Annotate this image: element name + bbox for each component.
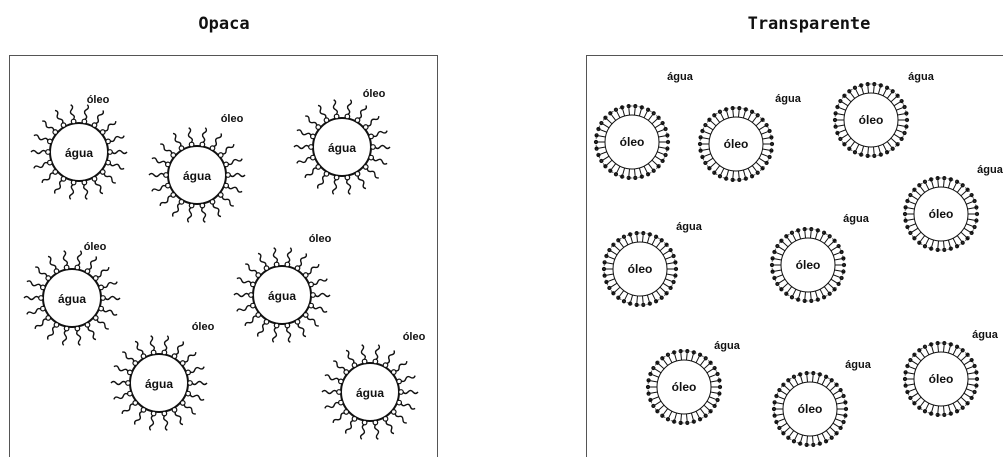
oil-in-water-micelle-icon: óleo água (594, 71, 694, 180)
outer-label-agua: água (775, 93, 802, 105)
core-label-agua: água (65, 146, 93, 160)
core-label-agua: água (356, 386, 384, 400)
core-label-oleo: óleo (628, 262, 653, 276)
outer-label-agua: água (667, 71, 694, 83)
core-label-oleo: óleo (620, 135, 645, 149)
outer-label-oleo: óleo (192, 321, 215, 333)
outer-label-agua: água (676, 221, 703, 233)
oil-in-water-micelle-icon: óleo água (833, 71, 935, 158)
outer-label-oleo: óleo (87, 94, 110, 106)
core-label-agua: água (58, 292, 86, 306)
water-in-oil-micelle-icon: água óleo (294, 88, 390, 194)
core-label-agua: água (268, 289, 296, 303)
water-in-oil-micelle-icon: água óleo (24, 241, 120, 345)
outer-label-agua: água (977, 164, 1003, 176)
water-in-oil-micelle-icon: água óleo (31, 94, 127, 199)
core-label-oleo: óleo (929, 372, 954, 386)
core-label-oleo: óleo (859, 113, 884, 127)
water-in-oil-micelle-icon: água óleo (322, 331, 426, 439)
outer-label-oleo: óleo (221, 113, 244, 125)
outer-label-oleo: óleo (403, 331, 426, 343)
outer-label-agua: água (908, 71, 935, 83)
outer-label-oleo: óleo (363, 88, 386, 100)
outer-label-agua: água (845, 359, 872, 371)
oil-in-water-micelle-icon: óleo água (698, 93, 802, 182)
core-label-oleo: óleo (796, 258, 821, 272)
core-label-oleo: óleo (672, 380, 697, 394)
oil-in-water-micelle-icon: óleo água (903, 329, 999, 417)
outer-label-agua: água (714, 340, 741, 352)
outer-label-agua: água (972, 329, 999, 341)
core-label-oleo: óleo (798, 402, 823, 416)
water-in-oil-micelle-icon: água óleo (149, 113, 245, 222)
oil-in-water-micelle-icon: óleo água (602, 221, 703, 307)
core-label-agua: água (328, 141, 356, 155)
water-in-oil-micelle-icon: água óleo (111, 321, 215, 430)
core-label-agua: água (183, 169, 211, 183)
oil-in-water-micelle-icon: óleo água (646, 340, 741, 425)
core-label-oleo: óleo (929, 207, 954, 221)
core-label-agua: água (145, 377, 173, 391)
outer-label-oleo: óleo (309, 233, 332, 245)
outer-label-agua: água (843, 213, 870, 225)
core-label-oleo: óleo (724, 137, 749, 151)
oil-in-water-micelle-icon: óleo água (903, 164, 1003, 252)
oil-in-water-micelle-icon: óleo água (770, 213, 870, 303)
oil-in-water-micelle-icon: óleo água (772, 359, 872, 447)
water-in-oil-micelle-icon: água óleo (234, 233, 332, 342)
outer-label-oleo: óleo (84, 241, 107, 253)
